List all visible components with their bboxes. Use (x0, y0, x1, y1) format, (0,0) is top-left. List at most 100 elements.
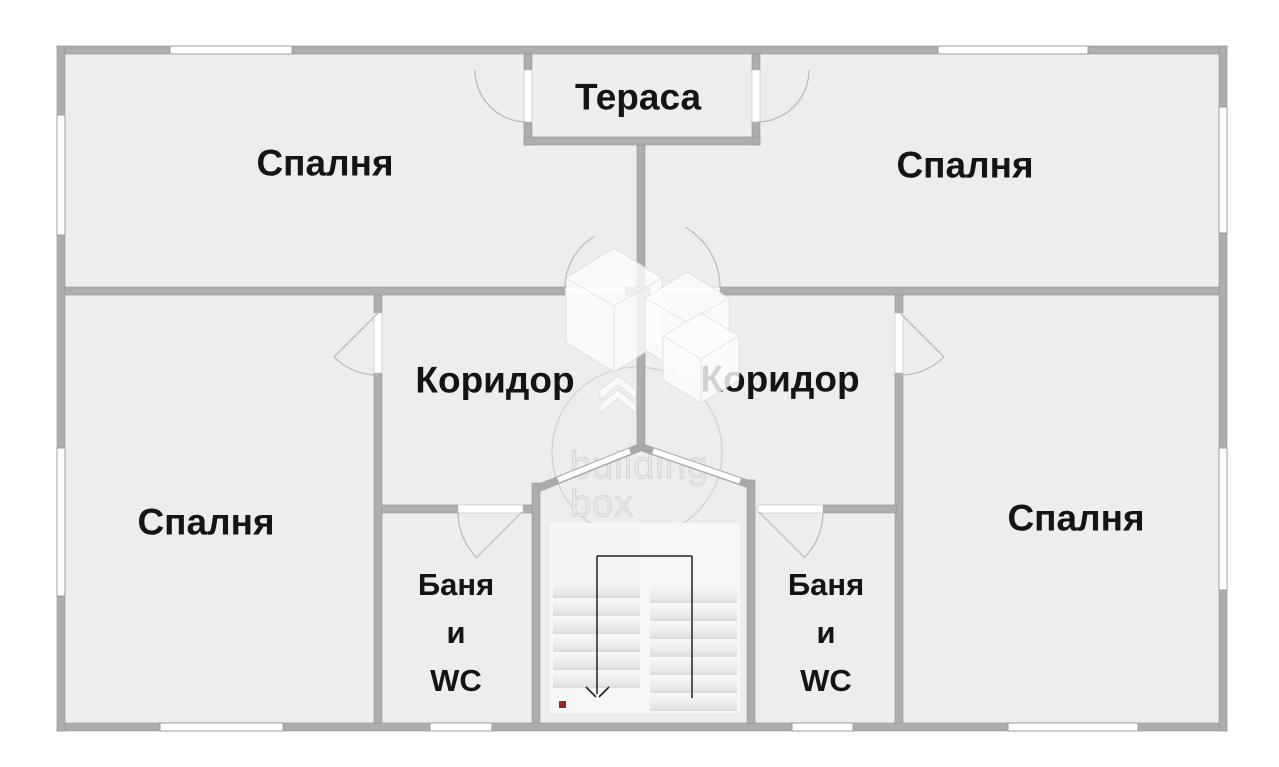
wall-corridor-right-a (894, 294, 904, 314)
wall-stairwell-left (531, 482, 541, 724)
label-bathroom-left: Баня и WC (418, 561, 494, 705)
arc-bedroom-right (899, 356, 945, 376)
label-bathroom-left-line3: WC (430, 663, 482, 698)
wall-outer-left (56, 45, 66, 732)
stair-steps-left (553, 580, 640, 688)
arc-bedroom-left (333, 356, 379, 376)
watermark-chevron-2 (599, 389, 637, 415)
watermark-word-box: box (570, 483, 634, 525)
wall-outer-right (1218, 45, 1228, 732)
wall-corridor-left-a (373, 294, 383, 314)
wall-bath-right-top (822, 504, 898, 514)
label-corridor-left: Коридор (415, 359, 575, 401)
wall-middle-left (64, 286, 566, 296)
window-top-left (169, 45, 293, 55)
label-bedroom-right: Спалня (1007, 497, 1145, 539)
watermark-box-icon-1 (565, 247, 663, 373)
wall-outer-top (56, 45, 1228, 55)
staircase (550, 523, 740, 713)
arc-bath-left (457, 511, 478, 559)
stair-steps-right (650, 585, 737, 711)
label-bedroom-left: Спалня (137, 501, 275, 543)
leaf-bedroom-left (333, 312, 379, 358)
label-bathroom-left-line1: Баня (417, 567, 495, 602)
wall-middle-center (624, 286, 651, 296)
door-leaf-diagonal-left (556, 448, 632, 483)
wall-terrace-left-b (523, 121, 533, 146)
arc-terrace-left (474, 69, 528, 123)
leaf-bedroom-right (899, 312, 945, 358)
wall-outer-bottom (56, 722, 1228, 732)
arc-bedroom-top-left (564, 235, 596, 289)
door-openings (373, 69, 904, 514)
wall-center-lower (636, 294, 646, 448)
wall-diagonal-left (534, 443, 643, 493)
window-bottom-bath-left (429, 722, 493, 732)
watermark-chevron-1 (599, 375, 637, 401)
wall-terrace-right-a (751, 53, 761, 71)
window-left-upper (56, 114, 66, 236)
windows (56, 45, 1228, 732)
stair-direction-arrow (585, 686, 610, 698)
label-bathroom-right-line3: WC (800, 663, 852, 698)
door-leaf-diagonal-right (652, 448, 741, 484)
window-top-right (937, 45, 1089, 55)
opening-bedroom-right (894, 312, 904, 374)
label-terrace: Тераса (574, 76, 702, 118)
watermark-box-ridge-2 (644, 297, 730, 376)
label-bathroom-right: Баня и WC (788, 561, 864, 705)
door-arcs (333, 69, 945, 559)
label-bedroom-top-left: Спалня (256, 142, 394, 184)
opening-bath-left (457, 504, 524, 514)
opening-terrace-right (751, 69, 761, 123)
window-bottom-left (159, 722, 284, 732)
wall-terrace-right-b (751, 121, 761, 146)
opening-bedroom-left (373, 312, 383, 374)
label-bathroom-left-line2: и (446, 615, 466, 650)
wall-corridor-right-b (894, 372, 904, 724)
window-right-lower (1218, 447, 1228, 591)
wall-center-upper (636, 144, 646, 288)
wall-middle-right (719, 286, 1220, 296)
watermark-circle-group: building box (551, 366, 723, 538)
arc-terrace-right (756, 69, 810, 123)
window-right-upper (1218, 106, 1228, 234)
watermark-box-ridge-3 (662, 335, 740, 403)
label-bathroom-right-line1: Баня (787, 567, 865, 602)
wall-terrace-bottom (523, 136, 761, 146)
red-marker (559, 701, 566, 708)
watermark-box-icon-3 (662, 312, 740, 404)
leaf-bath-left (476, 511, 523, 558)
wall-diagonal-right (639, 443, 753, 489)
diagonal-doors (556, 448, 741, 484)
arc-bedroom-top-right (684, 226, 721, 289)
opening-terrace-left (523, 69, 533, 123)
label-corridor-right: Коридор (700, 358, 860, 400)
watermark-word-building: building (570, 445, 709, 487)
arc-bath-right (803, 511, 824, 559)
window-left-lower (56, 447, 66, 597)
stair-guide-line (596, 555, 693, 698)
window-bottom-bath-right (791, 722, 854, 732)
wall-bath-left-top-b (522, 504, 533, 514)
opening-bath-right (757, 504, 824, 514)
watermark-box-ridge-1 (565, 277, 663, 372)
walls (56, 45, 1228, 732)
watermark-circle (551, 366, 723, 538)
label-bathroom-right-line2: и (816, 615, 836, 650)
stair-guides (559, 555, 693, 708)
wall-bath-left-top-a (381, 504, 459, 514)
window-bottom-right (1007, 722, 1139, 732)
wall-corridor-left-b (373, 372, 383, 724)
watermark-box-icon-2 (644, 271, 730, 377)
label-bedroom-top-right: Спалня (896, 144, 1034, 186)
opening-bedroom-top-right (649, 286, 721, 296)
stairwell-diagonals (534, 443, 753, 493)
wall-terrace-left-a (523, 53, 533, 71)
leaf-bath-right (758, 511, 805, 558)
opening-bedroom-top-left (564, 286, 626, 296)
wall-stairwell-right (746, 479, 756, 724)
